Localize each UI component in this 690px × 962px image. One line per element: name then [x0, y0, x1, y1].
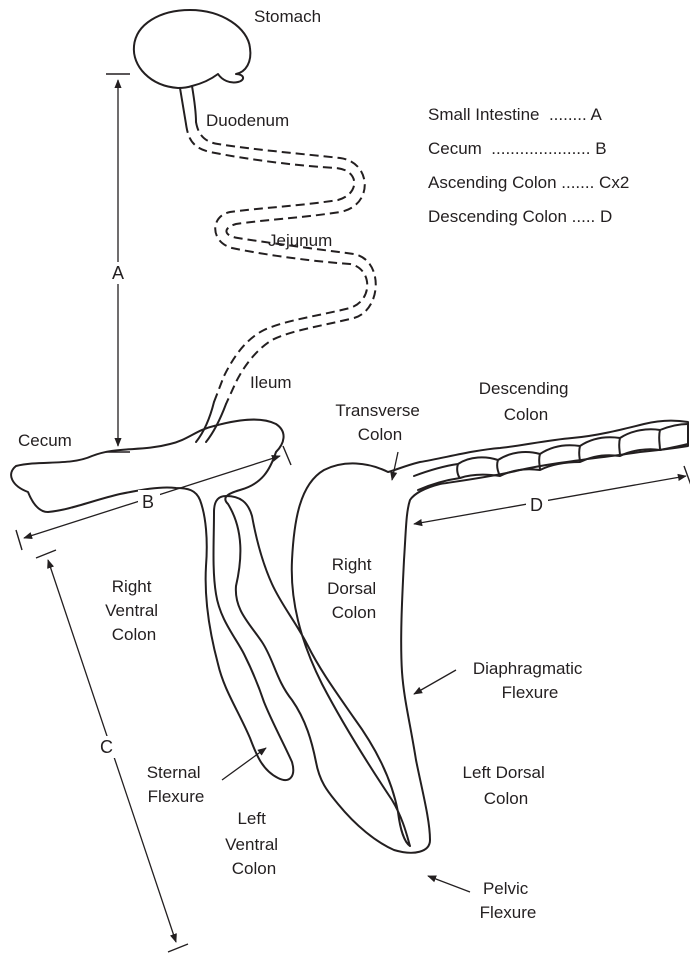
label-jejunum: Jejunum: [268, 231, 332, 250]
measure-d-line: [414, 476, 686, 524]
duodenum-solid-upper: [180, 86, 196, 124]
measure-b-label: B: [142, 492, 154, 512]
diaphragmatic-pointer: [414, 670, 456, 694]
measure-d-label: D: [530, 495, 543, 515]
label-duodenum: Duodenum: [206, 111, 289, 130]
legend-row: Descending Colon ..... D: [428, 207, 612, 226]
label-left-ventral-colon: Left Ventral Colon: [225, 809, 283, 878]
label-left-dorsal-colon: Left Dorsal Colon: [463, 763, 550, 808]
label-diaphragmatic-flexure: Diaphragmatic Flexure: [473, 659, 587, 702]
label-stomach: Stomach: [254, 7, 321, 26]
label-transverse-colon: Transverse Colon: [335, 401, 424, 444]
legend-row: Ascending Colon ....... Cx2: [428, 173, 629, 192]
measure-c-label: C: [100, 737, 113, 757]
measure-a-label: A: [112, 263, 124, 283]
label-right-dorsal-colon: Right Dorsal Colon: [327, 555, 381, 622]
small-intestine-dashed-outer: [186, 124, 367, 402]
stomach-shape: [134, 10, 251, 88]
label-descending-colon: Descending Colon: [479, 379, 574, 424]
label-right-ventral-colon: Right Ventral Colon: [105, 577, 163, 644]
pelvic-pointer: [428, 876, 470, 892]
legend-row: Small Intestine ........ A: [428, 105, 603, 124]
label-pelvic-flexure: Pelvic Flexure: [480, 879, 537, 922]
transverse-pointer: [392, 452, 398, 480]
sternal-pointer: [222, 748, 266, 780]
label-cecum: Cecum: [18, 431, 72, 450]
label-sternal-flexure: Sternal Flexure: [147, 763, 206, 806]
ileum-shape: [196, 402, 226, 442]
legend-row: Cecum ..................... B: [428, 139, 607, 158]
label-ileum: Ileum: [250, 373, 292, 392]
descending-colon-shape: [414, 424, 688, 490]
legend: Small Intestine ........ A Cecum .......…: [428, 105, 629, 226]
